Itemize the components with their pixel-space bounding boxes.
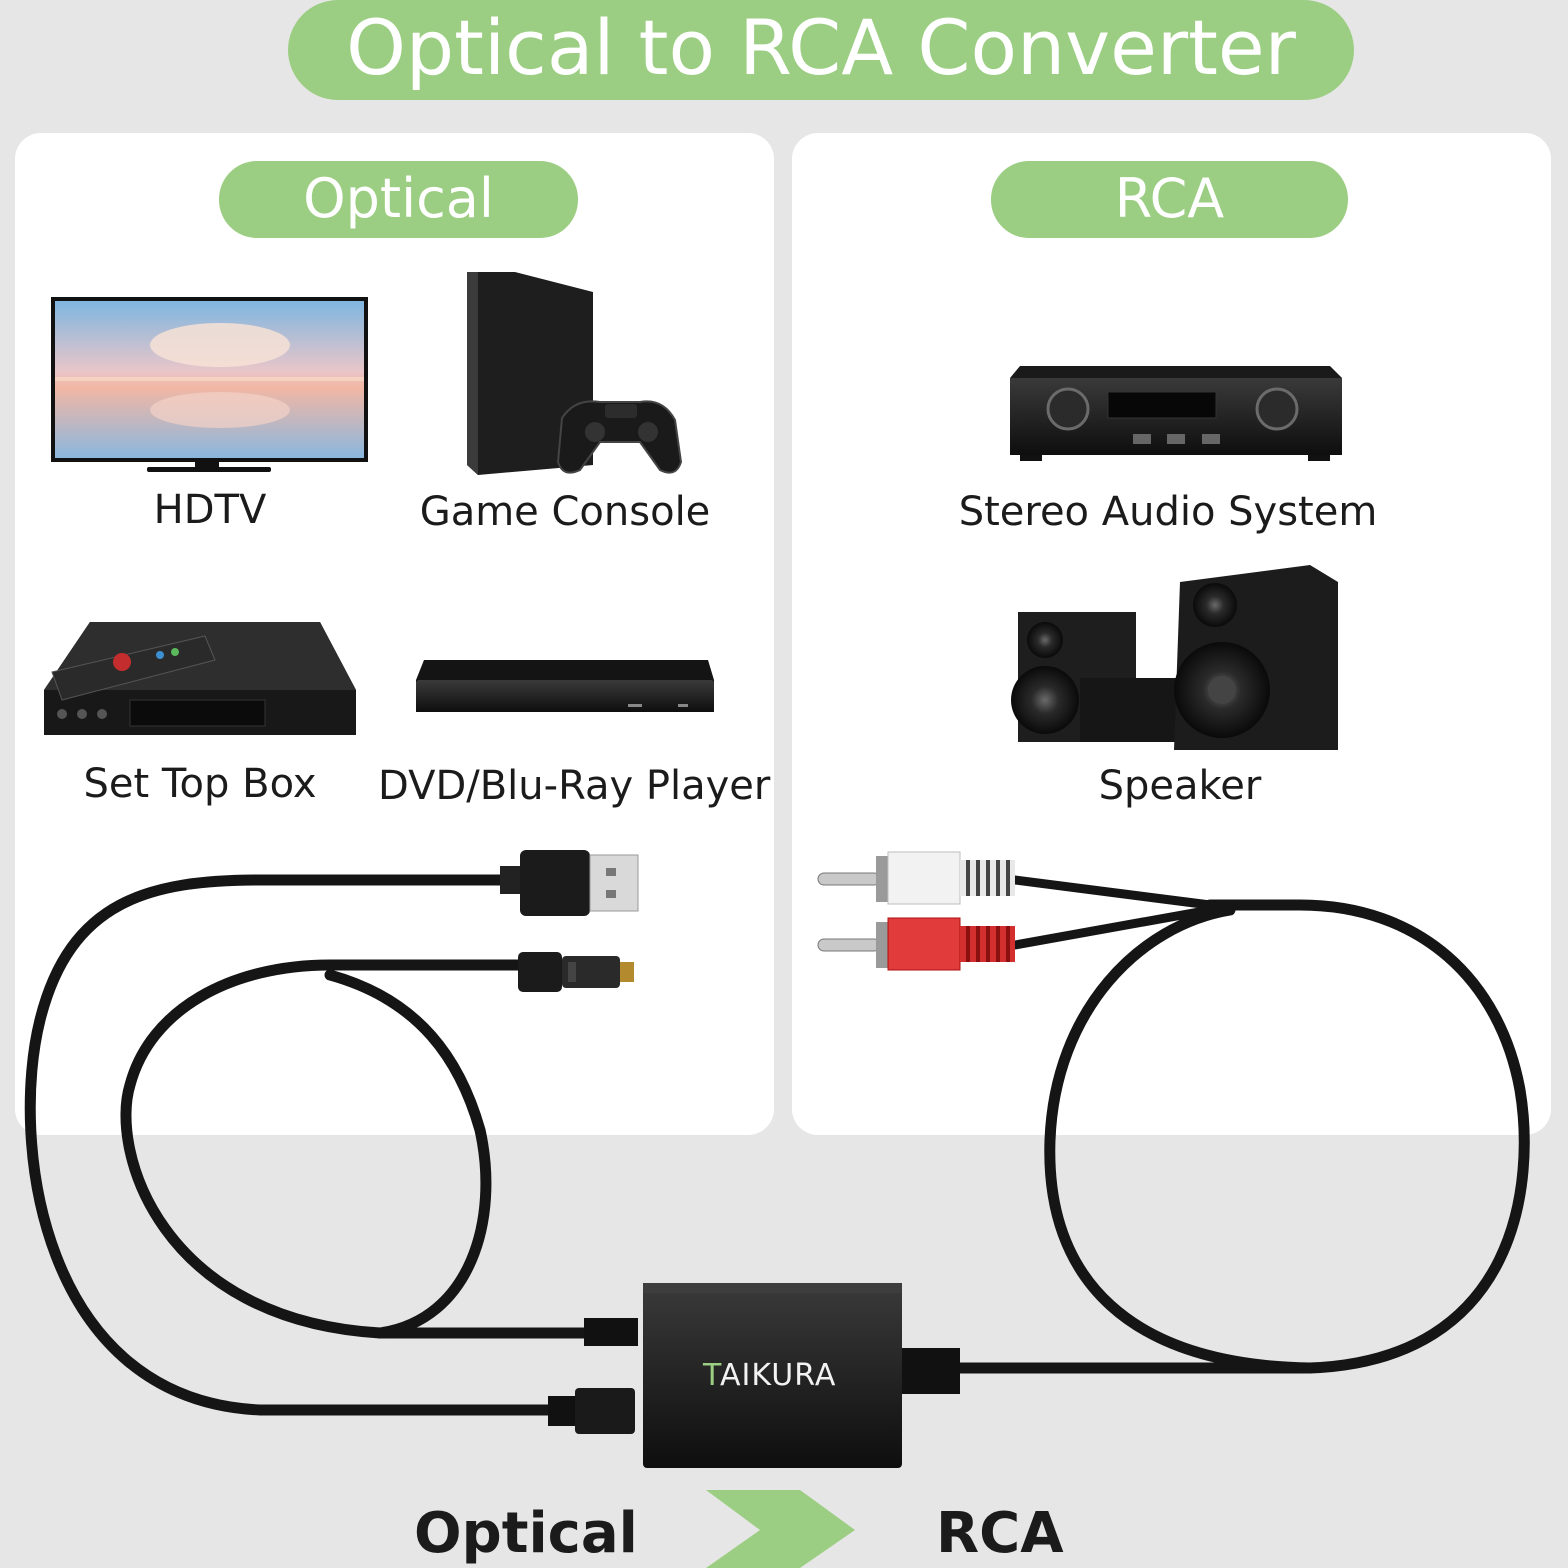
brand-logo: TAIKURA [703, 1358, 837, 1393]
game-console-label: Game Console [419, 489, 711, 535]
rca-white-plug-icon [817, 851, 1015, 905]
arrow-right-icon [706, 1490, 855, 1568]
cables [24, 874, 1530, 1416]
rca-heading: RCA [991, 161, 1348, 238]
set-top-box-label: Set Top Box [83, 761, 317, 807]
dvd-player-label: DVD/Blu-Ray Player [378, 763, 771, 809]
game-console-icon [467, 272, 683, 475]
converter-box [548, 1283, 960, 1468]
hdtv-icon [51, 297, 368, 472]
stereo-system-icon [1010, 366, 1342, 461]
usb-plug-icon [500, 850, 639, 916]
flow-to-label: RCA [936, 1501, 1064, 1566]
dvd-player-icon [416, 660, 714, 712]
rca-red-plug-icon [817, 917, 1015, 971]
optical-plug-icon [518, 952, 634, 992]
page-title: Optical to RCA Converter [288, 0, 1354, 100]
optical-heading: Optical [219, 161, 578, 238]
speaker-icon [1011, 565, 1338, 750]
flow-from-label: Optical [414, 1501, 638, 1566]
stereo-system-label: Stereo Audio System [958, 489, 1378, 535]
hdtv-label: HDTV [153, 487, 267, 533]
speaker-label: Speaker [1098, 763, 1262, 809]
set-top-box-icon [44, 622, 356, 735]
